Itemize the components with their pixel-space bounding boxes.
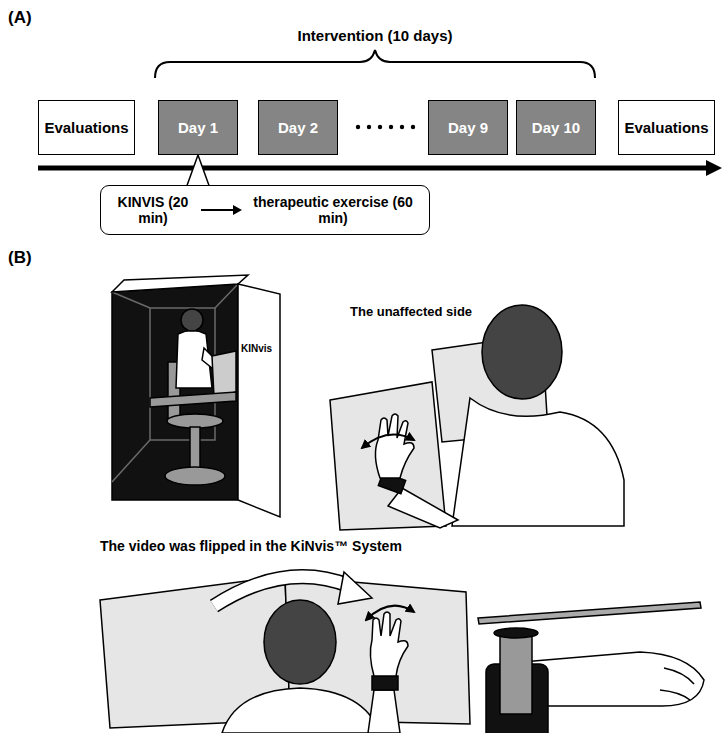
panel-letter: (A) [8,8,32,28]
flow-arrow-head [233,205,242,215]
unaffected-side-illustration-part [482,305,562,399]
unaffected-side-illustration-part [452,398,624,526]
day-box: Day 9 [428,100,508,155]
armrest-illustration-part [478,602,701,624]
booth-illustration-part [112,284,238,500]
flow-arrow-line [201,209,235,211]
booth-illustration-part [150,392,236,407]
box-label: Day 2 [278,119,318,136]
callout-tail [187,155,209,186]
timeline-line [38,166,710,171]
flipped-video-illustration-part [214,577,350,606]
unaffected-side-illustration [330,305,624,530]
view-caption: The video was flipped in the KiNvis™ Sys… [100,538,402,554]
panel-letter: (B) [8,248,32,268]
booth-brand: KINvis [241,343,272,355]
booth-illustration-part [167,414,223,428]
booth-illustration-part [238,284,280,517]
armrest-illustration-part [522,652,704,706]
flow-arrow [199,203,243,217]
box-label: Day 1 [178,119,218,136]
day-box: Day 2 [258,100,338,155]
evaluation-box: Evaluations [38,100,135,155]
flipped-video-illustration [100,572,470,733]
flipped-video-illustration-part [222,688,380,733]
session-callout: KINVIS (20 min) therapeutic exercise (60 … [100,185,430,235]
unaffected-side-illustration-part [388,488,458,528]
booth-illustration-part [112,275,248,292]
ellipsis-dots-part [411,125,415,129]
flipped-video-illustration-part [368,690,400,733]
armrest-illustration-part [660,668,694,700]
flipped-video-illustration-part [214,577,350,606]
armrest-illustration-part [494,628,538,638]
brace [155,50,595,78]
ellipsis-dots-part [356,125,360,129]
session-text: therapeutic exercise (60 min) [253,194,413,226]
ellipsis-dots-part [400,125,404,129]
ellipsis-dots-part [389,125,393,129]
timeline-head [706,160,722,176]
view-caption: The unaffected side [350,305,472,320]
booth-illustration-part [212,351,236,397]
flipped-video-illustration-part [338,572,372,604]
flipped-video-illustration-part [264,600,336,684]
box-label: Evaluations [624,119,708,136]
box-label: Day 10 [532,119,580,136]
armrest-illustration-part [500,634,532,714]
box-label: Day 9 [448,119,488,136]
booth-illustration-part [112,308,150,482]
flipped-video-illustration-part [370,612,408,676]
timeline-arrow [38,160,722,176]
session-text: KINVIS (20 min) [117,194,189,226]
unaffected-side-illustration-part [362,435,414,448]
intervention-label: Intervention (10 days) [297,27,452,44]
booth-illustration-part [165,467,225,485]
flipped-video-illustration-part [366,606,414,620]
ellipsis-dots-part [378,125,382,129]
booth-illustration [112,275,280,517]
evaluation-box: Evaluations [618,100,715,155]
unaffected-side-illustration-part [375,414,414,478]
armrest-illustration [478,602,704,733]
booth-illustration-part [190,427,200,471]
ellipsis-dots [356,125,415,129]
booth-illustration-part [181,309,203,331]
box-label: Evaluations [44,119,128,136]
ellipsis-dots-part [367,125,371,129]
day-box: Day 1 [158,100,238,155]
day-box: Day 10 [516,100,596,155]
flipped-video-illustration-part [372,676,398,690]
